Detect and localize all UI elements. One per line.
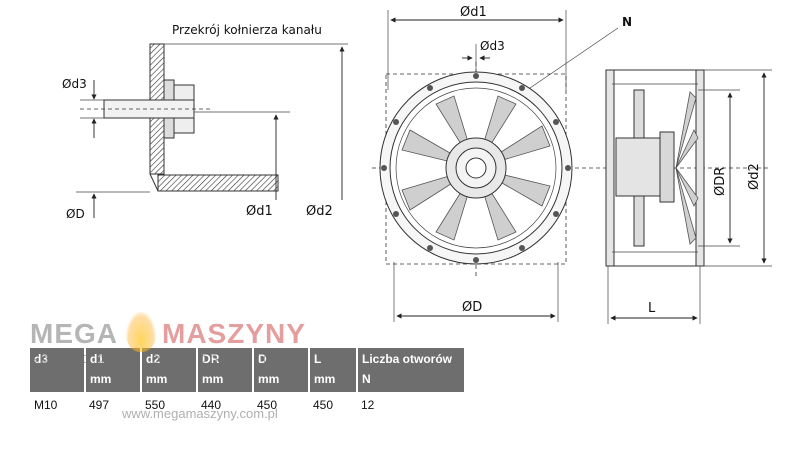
cell-L: 450 [313, 398, 334, 412]
fan-front-view: Ød1 Ød3 N [372, 5, 770, 322]
cell-d3: M10 [34, 398, 58, 412]
flange-label-d2: Ød2 [306, 204, 333, 219]
flange-section-title: Przekrój kołnierza kanału [172, 23, 322, 37]
cell-d1: 497 [89, 398, 110, 412]
fan-side-view: ØDR Ød2 L [605, 69, 772, 324]
front-label-D: ØD [462, 300, 482, 315]
cell-hole-count: 12 [361, 398, 375, 412]
flange-label-d1: Ød1 [246, 204, 273, 219]
flange-label-D: ØD [66, 207, 85, 221]
cell-D: 450 [257, 398, 278, 412]
front-label-d3: Ød3 [480, 39, 505, 53]
side-label-DR: ØDR [713, 167, 728, 196]
header-d3: d3 [30, 348, 86, 392]
table-row: M10 497 550 440 450 450 12 [30, 392, 465, 418]
front-label-N: N [622, 15, 632, 29]
side-label-L: L [648, 301, 656, 316]
side-label-d2: Ød2 [747, 163, 762, 190]
flange-section: Przekrój kołnierza kanału Ød3 ØD Ød1 Ød2 [62, 23, 348, 221]
flange-label-d3: Ød3 [62, 77, 87, 91]
front-label-d1: Ød1 [460, 5, 487, 20]
cell-d2: 550 [145, 398, 166, 412]
cell-DR: 440 [201, 398, 222, 412]
